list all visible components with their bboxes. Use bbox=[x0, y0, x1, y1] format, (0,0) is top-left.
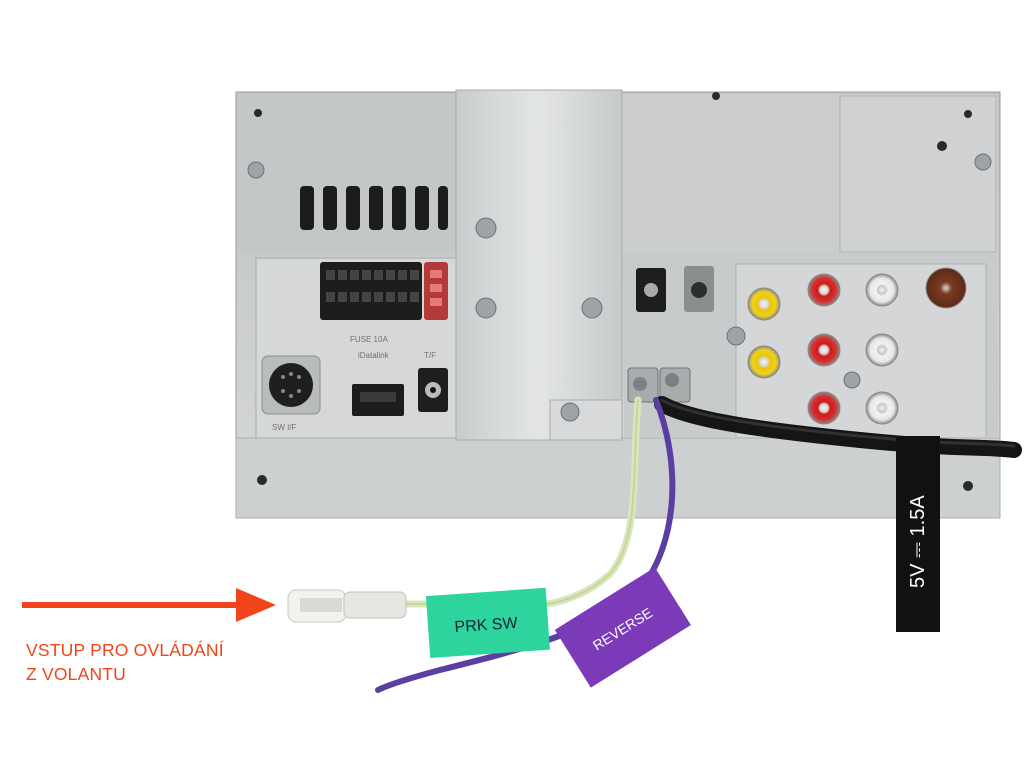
svg-text:PRK SW: PRK SW bbox=[454, 615, 519, 636]
purple-tag: REVERSE bbox=[554, 567, 691, 688]
mini-jacks bbox=[636, 266, 714, 312]
main-harness-connector bbox=[320, 262, 448, 320]
small-labels: FUSE 10A iDatalink T/F SW I/F bbox=[272, 335, 436, 432]
rca-jacks bbox=[747, 267, 967, 425]
callout-text: VSTUP PRO OVLÁDÁNÍ Z VOLANTU bbox=[26, 638, 224, 686]
black-cable bbox=[654, 396, 1022, 458]
black-tag: 5V ⎓ 1.5A bbox=[896, 436, 940, 632]
callout-arrow bbox=[22, 588, 276, 622]
tf-jack bbox=[418, 368, 448, 412]
spade-connector bbox=[287, 589, 407, 623]
aluminium-bracket bbox=[455, 89, 623, 441]
screws bbox=[247, 153, 992, 422]
svg-text:SW I/F: SW I/F bbox=[272, 423, 297, 432]
svg-text:iDatalink: iDatalink bbox=[358, 351, 390, 360]
svg-text:T/F: T/F bbox=[424, 351, 436, 360]
svg-text:FUSE 10A: FUSE 10A bbox=[350, 335, 388, 344]
callout-line-1: VSTUP PRO OVLÁDÁNÍ bbox=[26, 640, 224, 660]
green-tag: PRK SW bbox=[425, 587, 550, 658]
sw-if-connector bbox=[261, 355, 321, 415]
idatalink-connector bbox=[352, 384, 404, 416]
svg-text:5V ⎓ 1.5A: 5V ⎓ 1.5A bbox=[907, 495, 929, 588]
vent-slots bbox=[300, 186, 448, 230]
ground-terminals bbox=[627, 367, 691, 403]
holes bbox=[254, 92, 973, 491]
callout-line-2: Z VOLANTU bbox=[26, 664, 127, 684]
